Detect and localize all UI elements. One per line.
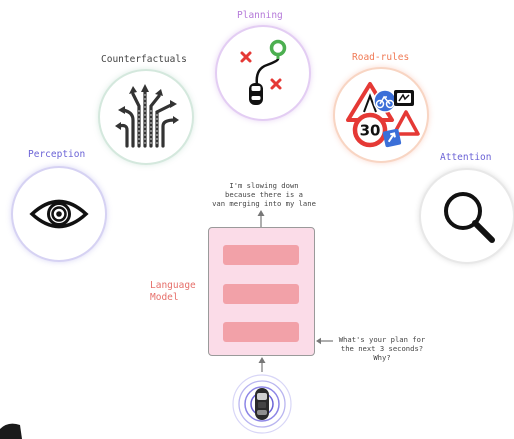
perception-label: Perception bbox=[28, 149, 86, 160]
language-model-label: Language Model bbox=[150, 280, 196, 304]
magnifier-icon bbox=[444, 192, 495, 243]
planning-node bbox=[215, 25, 311, 121]
question-arrow bbox=[316, 337, 333, 345]
branching-arrows-icon bbox=[115, 84, 179, 148]
language-model-box bbox=[208, 227, 315, 356]
speed-limit-value: 30 bbox=[360, 122, 381, 140]
route-plan-icon bbox=[240, 39, 287, 105]
attention-node bbox=[419, 168, 514, 264]
model-layer bbox=[223, 284, 299, 304]
counterfactuals-label: Counterfactuals bbox=[101, 54, 187, 65]
output-line-2: because there is a bbox=[225, 190, 303, 199]
question-line-1: What's your plan for bbox=[338, 335, 426, 344]
attention-label: Attention bbox=[440, 152, 492, 163]
language-model-label-line-2: Model bbox=[150, 292, 179, 303]
car-sensor-icon bbox=[232, 374, 292, 434]
output-arrow bbox=[257, 210, 265, 229]
question-line-2: the next 3 seconds? bbox=[340, 344, 424, 353]
counterfactuals-node bbox=[98, 69, 194, 165]
question-line-3: Why? bbox=[373, 353, 391, 362]
road-rules-node: 30 bbox=[333, 67, 429, 163]
output-line-1: I'm slowing down bbox=[229, 181, 299, 190]
model-layer bbox=[223, 322, 299, 342]
language-model-label-line-1: Language bbox=[150, 280, 196, 291]
model-layer bbox=[223, 245, 299, 265]
road-signs-icon: 30 bbox=[346, 82, 420, 148]
perception-node bbox=[11, 166, 107, 262]
input-arrow bbox=[258, 357, 266, 372]
question-text: What's your plan for the next 3 seconds?… bbox=[330, 335, 434, 362]
planning-label: Planning bbox=[237, 10, 283, 21]
road-rules-label: Road-rules bbox=[352, 52, 410, 63]
corner-decoration bbox=[0, 423, 22, 439]
output-line-3: van merging into my lane bbox=[212, 199, 316, 208]
model-output-text: I'm slowing down because there is a van … bbox=[190, 181, 338, 208]
eye-icon bbox=[29, 199, 89, 229]
